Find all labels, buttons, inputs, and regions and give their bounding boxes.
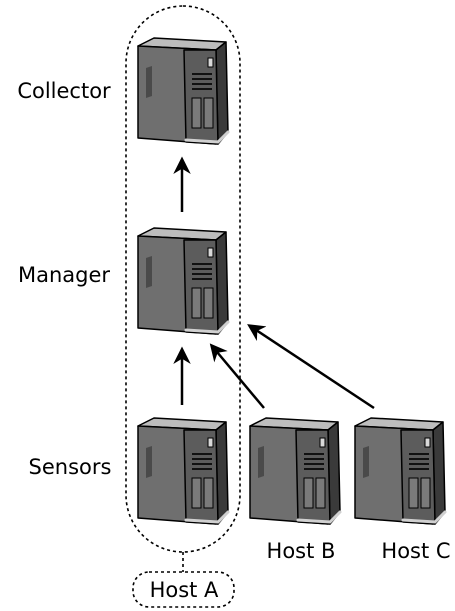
host-c-label: Host C (381, 539, 450, 563)
host-b-label: Host B (267, 539, 336, 563)
collector-label: Collector (17, 79, 111, 103)
sensors-label: Sensors (29, 455, 112, 479)
sensor-server-icon (136, 416, 230, 526)
arrow-host-b-to-manager (209, 343, 265, 409)
manager-server-icon (136, 226, 230, 336)
collector-server-icon (136, 36, 230, 146)
host-a-label-box (132, 571, 235, 608)
host-a-label: Host A (150, 578, 219, 602)
manager-label: Manager (18, 263, 110, 287)
host-b-server-icon (248, 416, 342, 526)
host-a-boundary (125, 5, 241, 553)
arrow-host-c-to-manager (247, 324, 375, 410)
host-c-server-icon (353, 416, 447, 526)
